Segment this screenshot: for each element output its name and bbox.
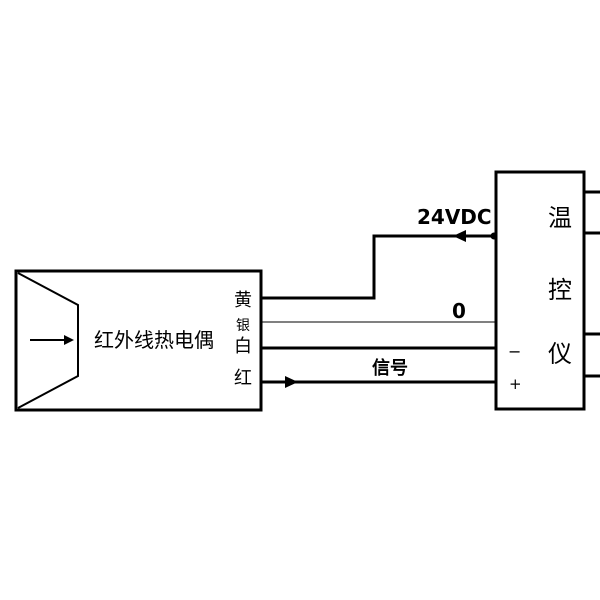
temperature-controller: 温 控 仪 − + — [494, 170, 600, 411]
sensor-arrow-icon — [64, 335, 74, 345]
controller-char-3: 仪 — [548, 340, 572, 368]
power-label: 24VDC — [417, 205, 492, 229]
wire-zero: 0 — [261, 299, 496, 350]
signal-label: 信号 — [372, 357, 408, 379]
controller-minus-terminal: − — [508, 342, 521, 361]
junction-dot — [490, 232, 498, 240]
arrow-right-icon — [285, 376, 298, 388]
arrow-left-icon — [453, 230, 466, 242]
wire-signal: 信号 — [261, 357, 496, 388]
controller-plus-terminal: + — [509, 375, 522, 393]
wire-label-red: 红 — [234, 368, 252, 389]
sensor-name: 红外线热电偶 — [94, 328, 214, 352]
wire-label-silver: 银 — [236, 318, 250, 334]
controller-char-2: 控 — [548, 276, 572, 304]
zero-label: 0 — [452, 299, 466, 323]
sensor-lens-outline — [17, 272, 79, 409]
wire-label-yellow: 黄 — [234, 290, 252, 311]
controller-char-1: 温 — [548, 204, 572, 232]
infrared-thermocouple-sensor: 红外线热电偶 黄 银 白 红 — [14, 269, 263, 412]
wire-24vdc: 24VDC — [261, 205, 498, 300]
controller-body — [494, 170, 586, 411]
wire-label-white: 白 — [234, 336, 252, 357]
